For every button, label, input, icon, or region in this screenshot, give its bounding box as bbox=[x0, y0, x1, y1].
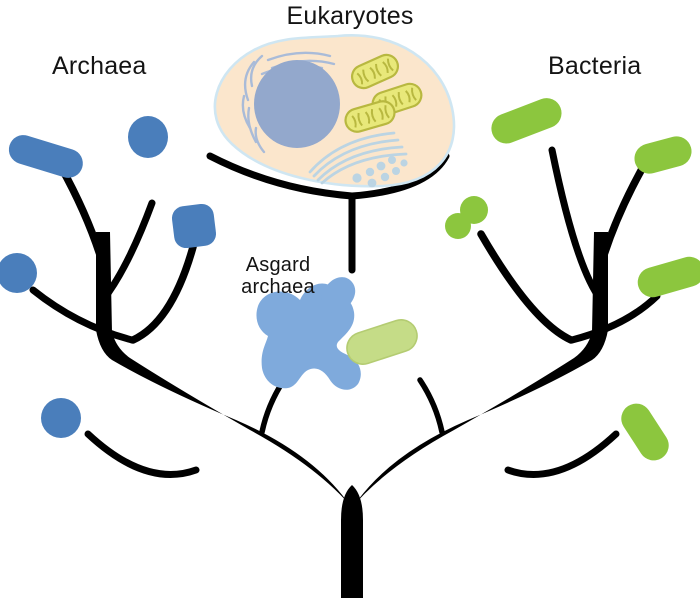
bacteria-rod-upper-left bbox=[491, 98, 562, 144]
archaea-branch-5 bbox=[84, 430, 200, 478]
label-asgard-line2: archaea bbox=[241, 276, 315, 298]
archaea-coccus-top bbox=[128, 116, 168, 158]
engulfed-bacterium bbox=[346, 319, 418, 365]
tree-branches bbox=[29, 146, 661, 598]
bacteria-branch-2 bbox=[548, 146, 605, 304]
archaea-branch-1 bbox=[57, 163, 104, 259]
bacteria-branch-4 bbox=[568, 292, 661, 344]
archaea-branch-eukaryote-link bbox=[196, 256, 222, 420]
asgard-pseudopod bbox=[321, 277, 356, 314]
nucleus bbox=[254, 60, 340, 148]
root-trunk bbox=[341, 485, 363, 598]
bacteria-branch-6 bbox=[417, 377, 445, 435]
label-archaea: Archaea bbox=[52, 52, 147, 80]
asgard-archaea-group bbox=[256, 277, 418, 390]
bacteria-rod-middle-right bbox=[637, 256, 700, 298]
label-asgard-archaea: Asgard archaea bbox=[232, 254, 324, 298]
eukaryote-cell bbox=[213, 33, 456, 188]
mitochondrion-1 bbox=[350, 53, 400, 90]
eukaryote-branch-left bbox=[206, 152, 356, 200]
archaea-cells bbox=[0, 116, 217, 438]
archaea-square-right bbox=[171, 203, 217, 249]
archaea-coccus-lower-left bbox=[41, 398, 81, 438]
vesicles bbox=[352, 156, 408, 188]
archaea-branch-3 bbox=[129, 243, 197, 344]
label-eukaryotes: Eukaryotes bbox=[286, 2, 414, 30]
main-branch-archaea bbox=[96, 232, 356, 512]
bacteria-branch-3 bbox=[477, 230, 575, 344]
archaea-coccus-far-left bbox=[0, 253, 37, 293]
bacteria-branch-5 bbox=[504, 430, 620, 478]
archaea-rod-upper-left bbox=[8, 135, 83, 178]
main-branch-bacteria bbox=[348, 232, 608, 512]
golgi-apparatus bbox=[308, 131, 408, 185]
bacteria-cells bbox=[445, 98, 700, 461]
bacteria-rod-upper-right bbox=[634, 136, 692, 174]
label-asgard-line1: Asgard bbox=[245, 254, 311, 276]
archaea-branch-4 bbox=[29, 286, 136, 344]
archaea-branch-2 bbox=[99, 199, 156, 304]
bacteria-diplococcus bbox=[445, 196, 488, 239]
mitochondrion-3 bbox=[344, 100, 396, 133]
label-bacteria: Bacteria bbox=[548, 52, 642, 80]
bacteria-rod-lower-right bbox=[621, 403, 669, 461]
bacteria-branch-1 bbox=[600, 163, 647, 259]
